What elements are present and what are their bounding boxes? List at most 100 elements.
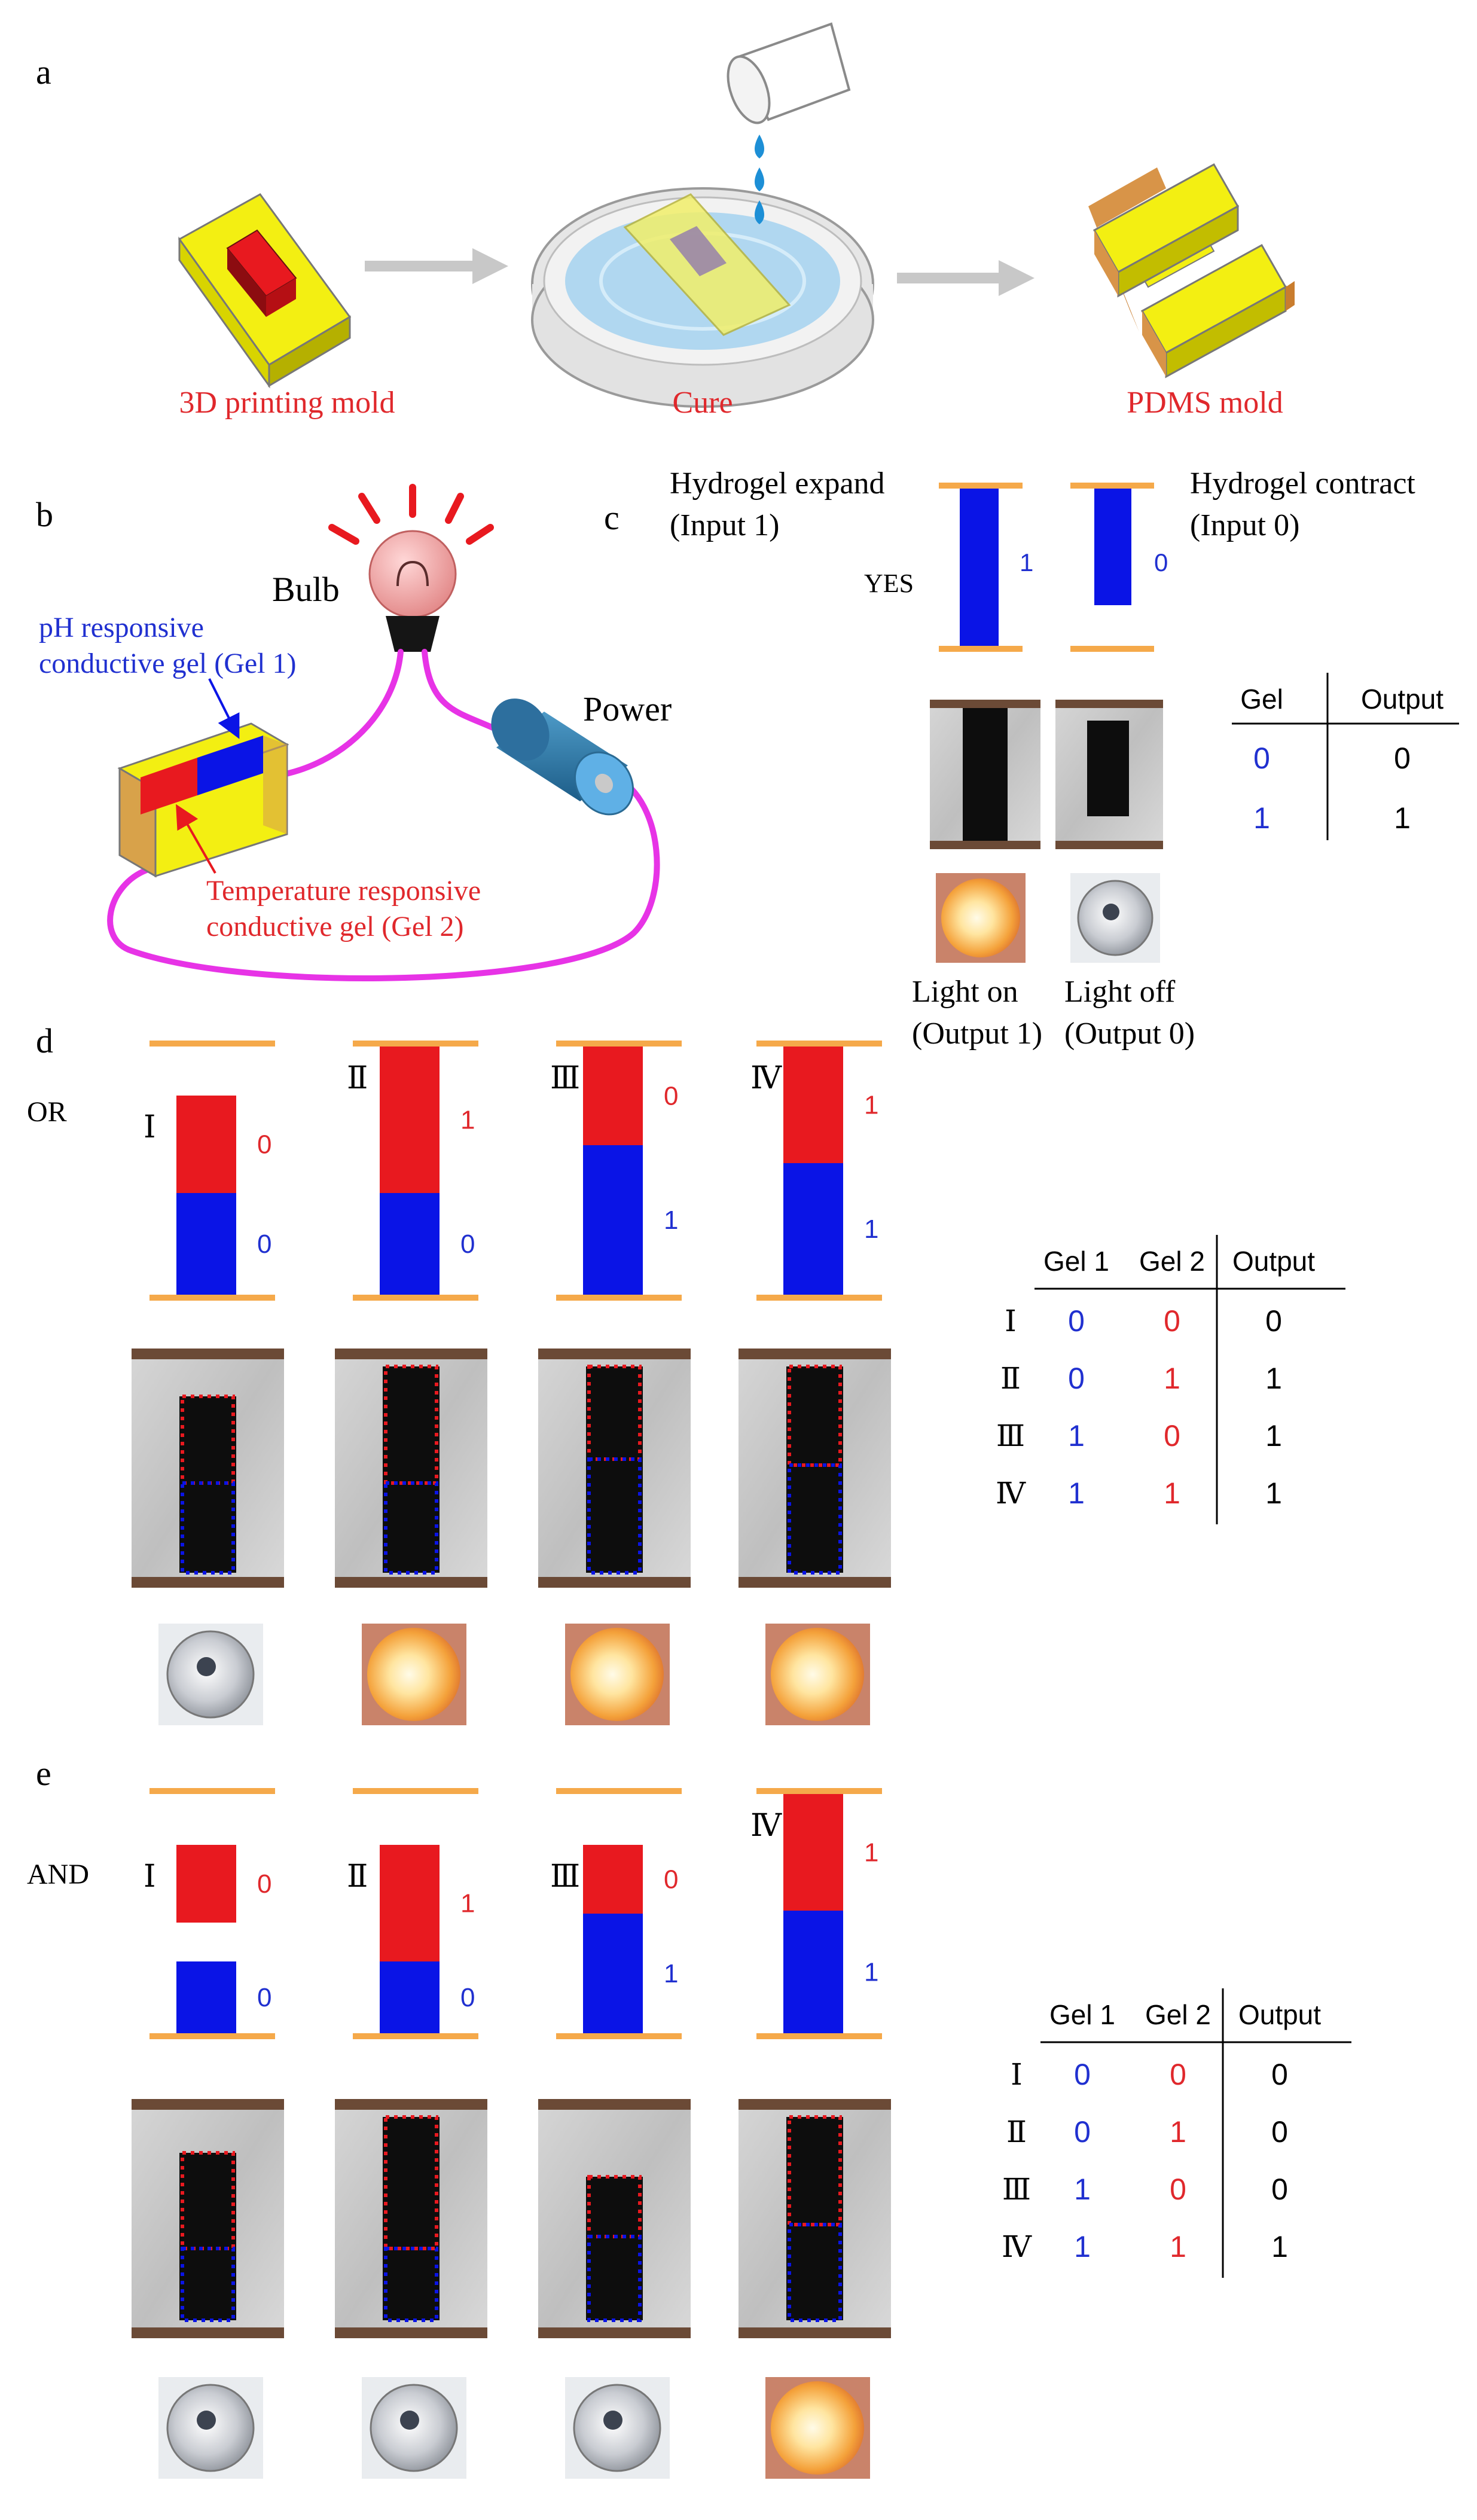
gel1-label-line1: pH responsive: [39, 612, 204, 643]
yes-table-row1-gel: 0: [1253, 742, 1270, 775]
or-table-row-1-numeral: Ⅰ: [1005, 1304, 1017, 1338]
panel_d-case-1-photo-gel1-outline: [181, 1481, 235, 1575]
panel_d-case-2-photo-gel: [383, 1366, 440, 1573]
panel_d-case-3-gel2-value: 0: [664, 1082, 678, 1111]
light-on-label-line1: Light on: [912, 975, 1018, 1009]
yes-bar-contracted: [1070, 483, 1154, 652]
printing-mold-illustration: [178, 193, 352, 389]
panel_d-case-1-photo-bottom-clamp: [132, 1577, 284, 1588]
or-table-row-2-gel1: 0: [1068, 1362, 1085, 1395]
panel_d-case-2-gel2-bar: [380, 1047, 440, 1193]
expand-label-line2: (Input 1): [670, 508, 779, 542]
panel_e-case-4-gel2-value: 1: [864, 1838, 878, 1868]
panel_e-case-1-photo-gel: [179, 2153, 236, 2320]
panel_e-case-3-photo-bottom-clamp: [538, 2327, 691, 2338]
panel_d-case-2-numeral: Ⅱ: [347, 1061, 368, 1096]
panel_e-case-1-gel2-bar: [176, 1845, 236, 1923]
or-table-row-4-gel1: 1: [1068, 1476, 1085, 1510]
or-table-row-1-gel1: 0: [1068, 1304, 1085, 1338]
yes-table-header-output: Output: [1361, 684, 1444, 715]
and-table-row-2-gel1: 0: [1074, 2115, 1091, 2149]
process-arrow-1: [365, 248, 508, 284]
panel_e-case-2-photo: [335, 2099, 487, 2338]
panel_d-case-3-numeral: Ⅲ: [550, 1061, 580, 1096]
panel_d-case-2-gel1-bar: [380, 1193, 440, 1295]
light-on-bulb-photo: [936, 873, 1026, 963]
panel-b-letter: b: [36, 495, 53, 534]
and-table-row-2-output: 0: [1271, 2115, 1288, 2149]
yes-table-row2-gel: 1: [1253, 801, 1270, 835]
or-table-row-1-output: 0: [1265, 1304, 1282, 1338]
gel2-label-line1: Temperature responsive: [206, 875, 481, 907]
panel_d-case-3-bulb-glow: [570, 1628, 664, 1721]
panel_e-case-1-photo-gel1-outline: [181, 2247, 235, 2322]
and-table-row-1-gel2: 0: [1170, 2058, 1186, 2091]
panel_e-case-2-bulb-filament: [400, 2411, 419, 2430]
gel2-pointer-arrow: [176, 804, 216, 874]
panel_d-case-3-photo: [538, 1349, 691, 1588]
yes-table-row2-output: 1: [1394, 801, 1411, 835]
panel_e-case-4-gel1-bar: [783, 1911, 843, 2033]
panel_e-case-1-numeral: Ⅰ: [144, 1860, 156, 1894]
panel_d-case-3-gel1-bar: [583, 1145, 643, 1295]
cure-dish-illustration: [531, 187, 874, 408]
panel_d-case-4-photo-gel: [786, 1366, 843, 1573]
and-table-header-1: Gel 2: [1145, 1999, 1211, 2030]
or-table-row-2-gel2: 1: [1164, 1362, 1180, 1395]
power-supply-icon: [491, 698, 634, 816]
panel_d-case-4-photo-bottom-clamp: [738, 1577, 891, 1588]
panel_d-case-2-bulb-photo: [362, 1624, 466, 1725]
or-table-row-4-numeral: Ⅳ: [996, 1476, 1026, 1510]
yes-table-header-gel: Gel: [1240, 684, 1283, 715]
panel_e-case-1-photo: [132, 2099, 284, 2338]
panel_d-case-4-gel2-value: 1: [864, 1091, 878, 1120]
and-table-row-3-gel1: 1: [1074, 2173, 1091, 2206]
or-table-row-1-gel2: 0: [1164, 1304, 1180, 1338]
panel_d-case-3-photo-top-clamp: [538, 1349, 691, 1359]
panel_e-case-2-photo-gel1-outline: [384, 2247, 438, 2322]
bulb-rays: [328, 484, 494, 545]
panel_e-case-4-bulb-photo: [765, 2377, 870, 2479]
and-table-header-2: Output: [1238, 1999, 1321, 2030]
panel_d-case-1-gel2-value: 0: [257, 1130, 271, 1160]
panel_e-case-1-gel2-value: 0: [257, 1869, 271, 1899]
panel-d-letter: d: [36, 1021, 53, 1060]
panel_d-case-3-photo-bottom-clamp: [538, 1577, 691, 1588]
panel_d-case-1-numeral: Ⅰ: [144, 1110, 156, 1145]
or-table-row-3-gel1: 1: [1068, 1419, 1085, 1453]
bulb-icon: [368, 530, 457, 652]
panel_d-case-1-gel2-bar: [176, 1096, 236, 1193]
panel_d-case-1-gel1-value: 0: [257, 1230, 271, 1259]
panel_d-case-2-photo-top-clamp: [335, 1349, 487, 1359]
panel_e-case-2-photo-bottom-clamp: [335, 2327, 487, 2338]
panel_e-case-1-photo-top-clamp: [132, 2099, 284, 2110]
panel_e-case-1-gel1-bar: [176, 1961, 236, 2033]
panel_e-case-2-gel1-bar: [380, 1961, 440, 2033]
and-table-row-4-gel1: 1: [1074, 2230, 1091, 2263]
yes-photo-contracted: [1055, 700, 1163, 849]
yes-truth-table: Gel Output 0 0 1 1: [1232, 673, 1459, 840]
panel_d-case-1-bulb-filament: [197, 1657, 216, 1676]
and-table-row-3-gel2: 0: [1170, 2173, 1186, 2206]
panel_e-case-2-gel2-bar: [380, 1845, 440, 1961]
label-pdms-mold: PDMS mold: [1127, 386, 1283, 420]
and-table-row-2-gel2: 1: [1170, 2115, 1186, 2149]
panel_e-case-1-gel1-value: 0: [257, 1983, 271, 2012]
panel_d-case-1-photo-top-clamp: [132, 1349, 284, 1359]
panel_d-case-3-bulb-photo: [565, 1624, 670, 1725]
panel_e-case-1-bulb-filament: [197, 2411, 216, 2430]
panel_e-case-3-gel1-bar: [583, 1914, 643, 2033]
panel_d-case-4-gel2-bar: [783, 1047, 843, 1163]
panel_e-case-4-gel2-bar: [783, 1794, 843, 1911]
and-table-row-4-gel2: 1: [1170, 2230, 1186, 2263]
panel_d-case-3-gel2-bar: [583, 1047, 643, 1145]
panel_e-case-4-numeral: Ⅳ: [750, 1809, 782, 1843]
panel_e-case-2-photo-gel2-outline: [384, 2115, 438, 2250]
yes-photo-expanded: [930, 700, 1040, 849]
or-table-row-3-gel2: 0: [1164, 1419, 1180, 1453]
